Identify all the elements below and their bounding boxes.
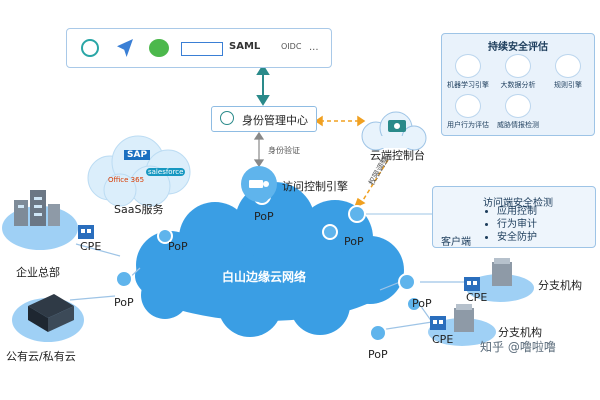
pop-label: PoP [344, 235, 364, 248]
oidc-logo: OIDC [281, 42, 302, 51]
cpe-label: CPE [466, 291, 488, 304]
client-label: 客户端 [441, 237, 471, 248]
chat-icon [81, 39, 99, 57]
client-detection-item: 应用控制 [497, 205, 537, 218]
ml-engine-item: 机器学习引擎 [444, 54, 492, 90]
client-detection-item: 行为审计 [497, 218, 537, 231]
console-label: 云端控制台 [370, 149, 425, 162]
rule-engine-item: 规则引擎 [544, 54, 592, 90]
client-detection-panel: 访问端安全检测 应用控制 行为审计 安全防护 客户端 [432, 186, 596, 248]
saas-cloud [87, 135, 191, 207]
pop-label: PoP [254, 210, 274, 223]
cpe-hq [78, 225, 94, 239]
user-icon [220, 111, 234, 125]
identity-provider-bar: SAML OIDC ··· [66, 28, 332, 68]
threat-intel-item: 威胁情报检测 [494, 94, 542, 130]
office365-logo: Office 365 [108, 176, 145, 184]
saml-logo: SAML [229, 41, 261, 52]
threat-intel-icon [505, 94, 531, 118]
public-private-cloud [12, 294, 84, 342]
console-icon [388, 120, 406, 132]
pop-label: PoP [168, 240, 188, 253]
send-icon [117, 39, 133, 57]
edge-cloud [135, 182, 404, 337]
public-private-cloud-label: 公有云/私有云 [6, 350, 76, 363]
permission-link [353, 159, 389, 209]
enterprise-hq [2, 190, 78, 250]
more-icon: ··· [309, 45, 319, 56]
edge-cloud-label: 白山边缘云网络 [222, 270, 307, 284]
auth-flow-label: 身份验证 [268, 146, 300, 155]
rule-engine-icon [555, 54, 581, 78]
access-engine-label: 访问控制引擎 [282, 180, 348, 193]
ml-engine-icon [455, 54, 481, 78]
cpe-branch2 [430, 316, 446, 330]
auth-arrow [253, 131, 265, 168]
user-behavior-item: 用户行为评估 [444, 94, 492, 130]
big-data-item: 大数据分析 [494, 54, 542, 90]
branch1-site [466, 258, 534, 302]
big-data-icon [505, 54, 531, 78]
sap-logo: SAP [124, 150, 151, 160]
branch1-label: 分支机构 [538, 279, 582, 292]
console-link [314, 115, 366, 127]
pop-label: PoP [412, 297, 432, 310]
security-eval-panel: 持续安全评估 机器学习引擎 大数据分析 规则引擎 用户行为评估 威胁情报检测 [441, 33, 595, 136]
watermark: 知乎 @噜啦噜 [480, 340, 556, 354]
cpe-label: CPE [432, 333, 454, 346]
ad-domain-icon [181, 42, 223, 56]
cpe-branch1 [464, 277, 480, 291]
access-engine-node [241, 166, 277, 202]
salesforce-logo: salesforce [146, 168, 186, 176]
security-eval-title: 持续安全评估 [488, 42, 548, 53]
client-detection-list: 应用控制 行为审计 安全防护 [485, 205, 537, 244]
pop-label: PoP [368, 348, 388, 361]
pop-label: PoP [114, 296, 134, 309]
enterprise-hq-label: 企业总部 [16, 266, 60, 279]
branch2-label: 分支机构 [498, 326, 542, 339]
client-detection-title: 访问端安全检测 [483, 198, 553, 209]
identity-center-label: 身份管理中心 [242, 114, 308, 127]
saas-label: SaaS服务 [114, 203, 164, 216]
identity-center-box: 身份管理中心 [211, 106, 317, 132]
wechat-icon [149, 39, 169, 57]
cpe-label: CPE [80, 240, 102, 253]
idp-arrow [256, 64, 270, 106]
client-detection-item: 安全防护 [497, 231, 537, 244]
user-behavior-icon [455, 94, 481, 118]
